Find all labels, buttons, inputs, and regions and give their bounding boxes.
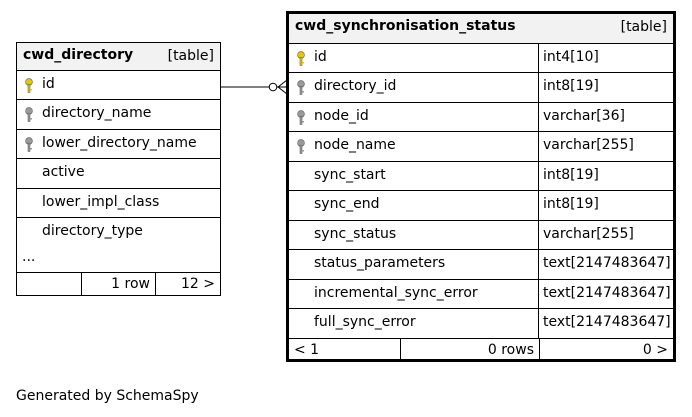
column-type: text[2147483647]: [538, 250, 673, 279]
column-row[interactable]: directory_id int8[19]: [289, 73, 673, 103]
column-name: sync_start: [314, 166, 386, 183]
footer-row-count: 0 rows: [401, 339, 540, 362]
table-name: cwd_directory: [23, 47, 134, 63]
column-name: node_name: [314, 137, 396, 154]
column-name: lower_directory_name: [42, 134, 197, 151]
column-name-cell: status_parameters: [289, 250, 538, 278]
column-name: id: [314, 49, 327, 65]
column-row[interactable]: full_sync_error text[2147483647]: [289, 308, 673, 339]
primary-key-icon: [25, 78, 33, 93]
column-name: directory_id: [314, 78, 397, 95]
footer-left: [17, 272, 82, 296]
column-name-cell: sync_status: [289, 221, 538, 249]
table-type: [table]: [167, 48, 214, 64]
table-footer: < 1 0 rows 0 >: [289, 338, 673, 362]
column-name-cell: directory_id: [289, 73, 538, 101]
table-type: [table]: [620, 19, 667, 35]
column-name: directory_type: [42, 223, 143, 240]
column-name: incremental_sync_error: [314, 284, 478, 301]
primary-key-icon: [297, 51, 305, 66]
column-name: sync_status: [314, 225, 397, 242]
column-row[interactable]: lower_impl_class: [17, 189, 220, 219]
column-row[interactable]: status_parameters text[2147483647]: [289, 250, 673, 280]
index-key-icon: [297, 80, 305, 96]
column-row[interactable]: id int4[10]: [289, 44, 673, 74]
column-row[interactable]: id: [17, 71, 220, 101]
index-key-icon: [25, 107, 33, 123]
table-header: cwd_directory [table]: [17, 43, 220, 71]
index-key-icon: [297, 139, 305, 155]
table-cwd-synchronisation-status[interactable]: cwd_synchronisation_status [table] id int…: [286, 11, 676, 362]
column-name-cell: active: [17, 159, 220, 187]
footer-parents-count[interactable]: < 1: [289, 339, 401, 362]
column-name-cell: directory_type: [17, 218, 220, 247]
column-row[interactable]: node_id varchar[36]: [289, 102, 673, 133]
column-name-cell: lower_directory_name: [17, 130, 220, 158]
column-name-cell: sync_start: [289, 162, 538, 190]
column-type: text[2147483647]: [538, 308, 673, 339]
index-key-icon: [297, 110, 305, 125]
column-type: text[2147483647]: [538, 279, 673, 308]
more-columns-row: ...: [17, 248, 220, 272]
column-row[interactable]: sync_end int8[19]: [289, 191, 673, 221]
column-name: node_id: [314, 107, 369, 124]
column-name-cell: node_name: [289, 132, 538, 160]
column-type: varchar[255]: [538, 220, 673, 250]
column-name-cell: node_id: [289, 103, 538, 131]
generated-by-caption: Generated by SchemaSpy: [16, 388, 199, 404]
column-row[interactable]: sync_status varchar[255]: [289, 220, 673, 251]
column-type: int8[19]: [538, 161, 673, 191]
column-row[interactable]: directory_type: [17, 218, 220, 247]
column-name: sync_end: [314, 196, 380, 213]
column-row[interactable]: lower_directory_name: [17, 130, 220, 160]
table-footer: 1 row 12 >: [17, 271, 220, 296]
column-name: id: [42, 76, 55, 92]
column-name-cell: id: [289, 44, 538, 72]
table-name: cwd_synchronisation_status: [295, 18, 516, 34]
column-name-cell: incremental_sync_error: [289, 280, 538, 308]
index-key-icon: [25, 137, 33, 152]
column-name-cell: full_sync_error: [289, 309, 538, 338]
column-name-cell: sync_end: [289, 191, 538, 219]
footer-row-count: 1 row: [82, 272, 156, 296]
column-name: full_sync_error: [314, 313, 416, 330]
footer-children-count[interactable]: 12 >: [181, 275, 215, 292]
column-name-cell: lower_impl_class: [17, 189, 220, 217]
column-type: varchar[255]: [538, 132, 673, 161]
column-row[interactable]: directory_name: [17, 100, 220, 130]
column-row[interactable]: active: [17, 159, 220, 189]
column-name-cell: directory_name: [17, 100, 220, 128]
column-row[interactable]: node_name varchar[255]: [289, 132, 673, 162]
column-type: int4[10]: [538, 44, 673, 73]
column-type: varchar[36]: [538, 102, 673, 132]
more-columns-indicator: ...: [22, 248, 36, 265]
column-type: int8[19]: [538, 73, 673, 102]
column-row[interactable]: incremental_sync_error text[2147483647]: [289, 279, 673, 309]
table-header: cwd_synchronisation_status [table]: [289, 14, 673, 44]
column-row[interactable]: sync_start int8[19]: [289, 161, 673, 192]
column-name: status_parameters: [314, 255, 446, 272]
column-name: directory_name: [42, 105, 152, 122]
column-name: active: [42, 164, 85, 181]
footer-children-count: 0 >: [642, 342, 668, 359]
column-type: int8[19]: [538, 191, 673, 220]
column-name-cell: id: [17, 71, 220, 99]
column-name: lower_impl_class: [42, 193, 160, 210]
